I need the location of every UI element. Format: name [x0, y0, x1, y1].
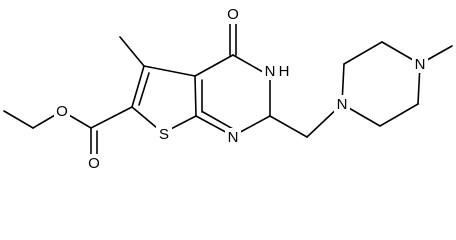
atom-o-ketone: O: [225, 4, 241, 24]
bond-ethyl-ch3: [3, 110, 34, 129]
bond-c7a-n1-inner: [202, 111, 234, 130]
atom-labels: O O S N N H O N N: [54, 4, 428, 172]
label-o-ester-ether: O: [56, 103, 68, 120]
atom-n-piperazine-1: N: [334, 95, 350, 113]
label-n-piperazine-1: N: [337, 96, 348, 113]
bond-c7a-c4a: [194, 75, 197, 117]
label-o-ketone: O: [227, 6, 239, 23]
bond-c5-c6: [131, 65, 145, 108]
bond-c2-ch2: [269, 115, 308, 138]
bond-ester-to-ring: [90, 106, 133, 129]
atom-nh: N H: [262, 62, 292, 80]
bond-c4-c4a: [194, 54, 234, 77]
structure-diagram: O O S N N H O N N: [3, 4, 453, 172]
bond-c4a-c5: [143, 65, 196, 77]
structure-svg: O O S N N H O N N: [3, 4, 453, 172]
atom-s-thiophene: S: [156, 125, 172, 143]
bond-c5-methyl: [119, 36, 145, 67]
bond-pip-2: [343, 41, 383, 65]
label-n-piperazine-4: N: [415, 56, 426, 73]
bond-c5-c6-inner: [138, 72, 150, 106]
atom-o-ester-carbonyl: O: [86, 154, 102, 172]
atom-n-piperazine-4: N: [412, 55, 428, 73]
label-o-ester-carbonyl: O: [88, 155, 100, 172]
label-nh-h: H: [279, 63, 290, 80]
atom-o-ester-ether: O: [54, 102, 70, 120]
label-nh-n: N: [265, 63, 276, 80]
atom-n-pyrimidine: N: [225, 128, 241, 146]
bond-pip-5: [379, 103, 419, 127]
label-n-pyrimidine: N: [228, 129, 239, 146]
label-s-thiophene: S: [159, 126, 169, 143]
